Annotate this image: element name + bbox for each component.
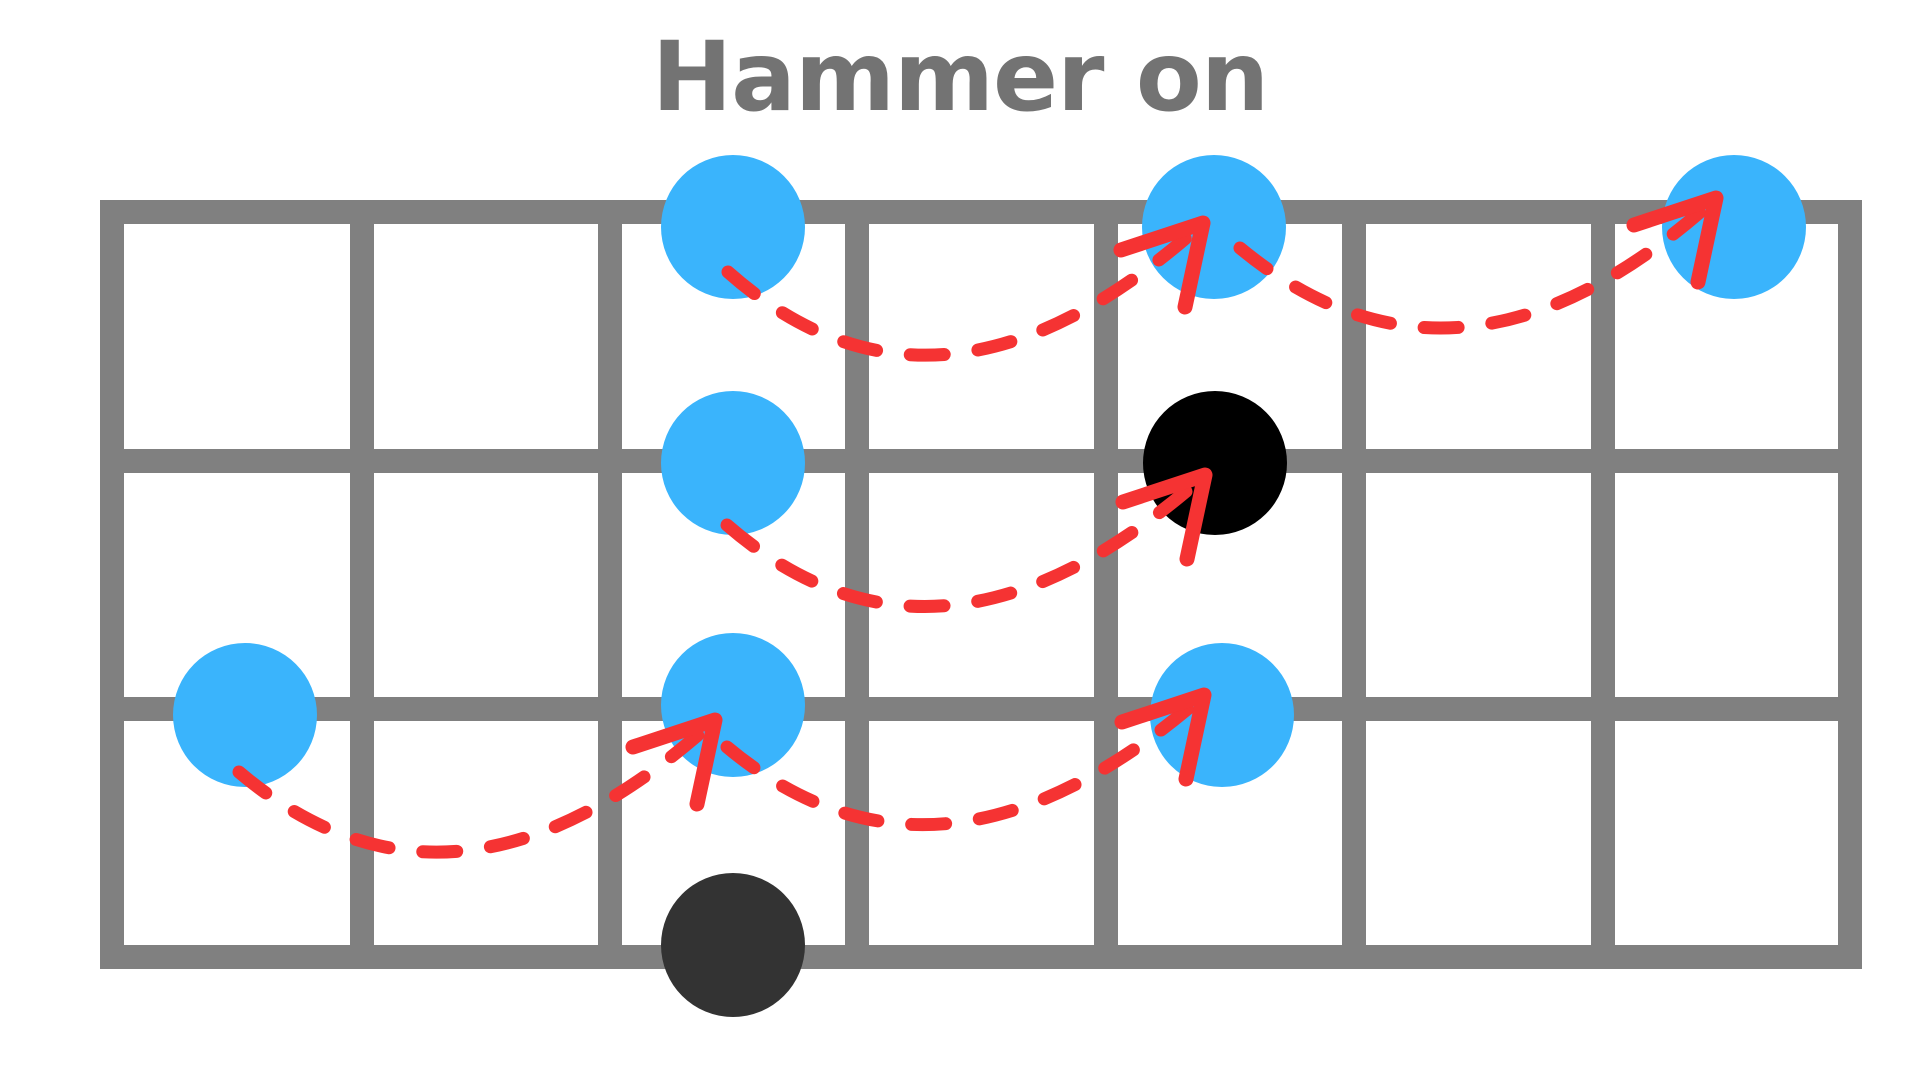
note-dot-r1-a [661,155,805,299]
fret-line-8 [1838,200,1862,969]
fret-line-5 [1094,200,1118,969]
arrowhead-icon [1113,215,1211,315]
hammer-on-arrow-4 [232,712,723,859]
dashed-arc [1233,191,1723,335]
arrowhead-icon [1115,467,1213,567]
arrowhead-icon [625,712,723,812]
fretboard-grid [100,200,1862,969]
note-markers [173,155,1806,1017]
hammer-on-arrow-3 [720,467,1213,613]
dashed-arc [720,688,1211,832]
hammer-on-arrows [232,190,1724,859]
fret-line-1 [100,200,124,969]
note-dot-r1-b [1142,155,1286,299]
hammer-on-arrow-5 [720,687,1212,832]
fret-line-4 [845,200,869,969]
fret-line-6 [1342,200,1366,969]
note-dot-r2-a [661,391,805,535]
fret-line-2 [350,200,374,969]
string-line-2 [100,449,1862,473]
note-dot-r3-a [173,643,317,787]
note-dot-r4-a [661,873,805,1017]
string-line-4 [100,945,1862,969]
arrowhead-icon [1114,687,1212,787]
hammer-on-arrow-2 [1233,190,1724,335]
diagram-title: Hammer on [651,21,1269,133]
string-line-1 [100,200,1862,224]
string-line-3 [100,697,1862,721]
arrowhead-icon [1626,190,1724,290]
fret-line-7 [1591,200,1615,969]
dashed-arc [720,468,1212,613]
hammer-on-arrow-1 [721,215,1211,362]
fret-line-3 [598,200,622,969]
dashed-arc [721,216,1210,362]
dashed-arc [232,713,722,859]
